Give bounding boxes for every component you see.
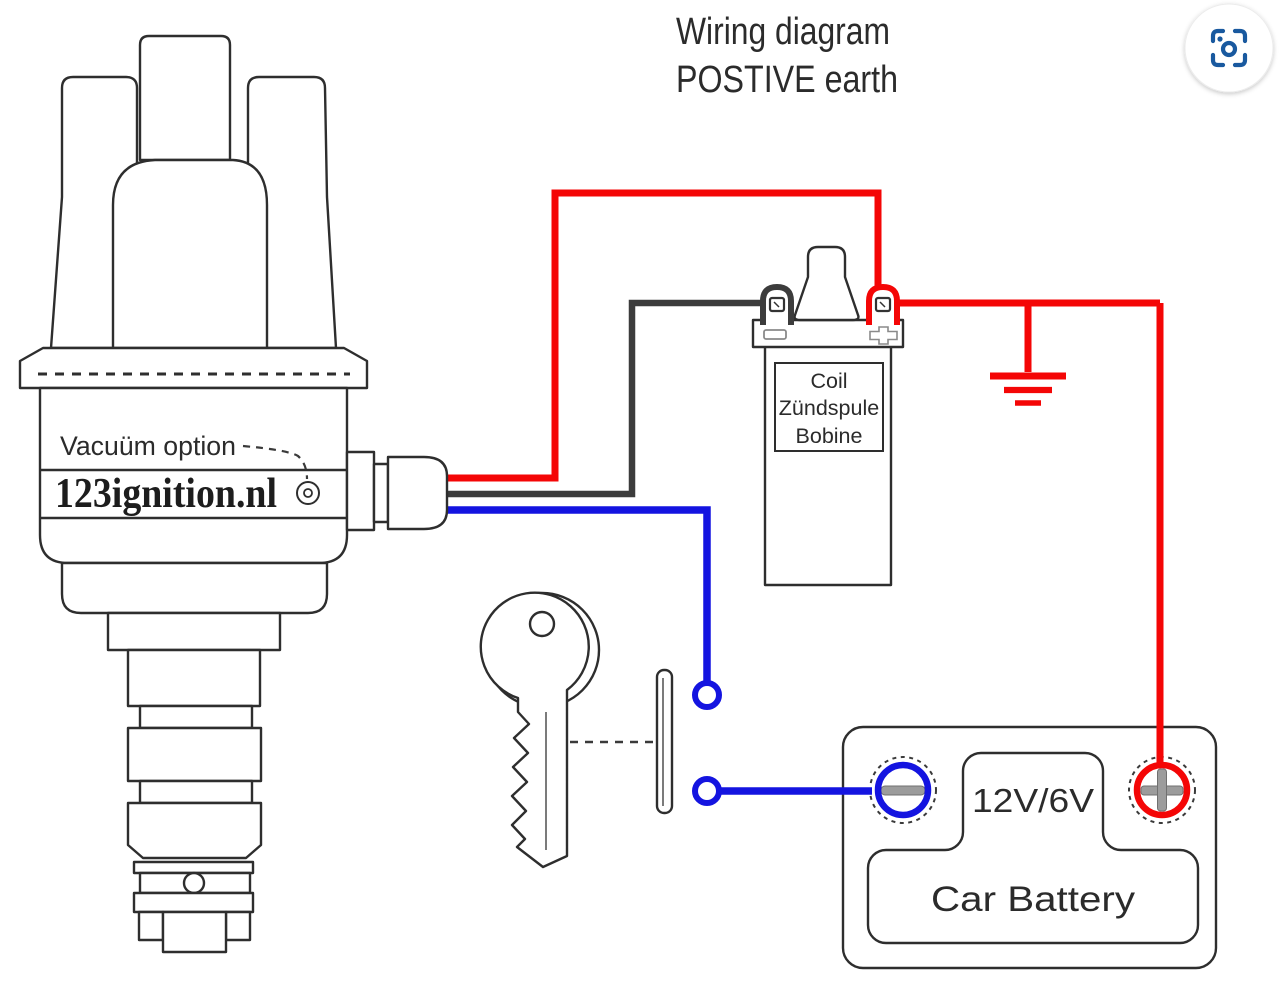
coil-label-box [774, 362, 884, 452]
black-wire [444, 299, 770, 498]
shaft-section-2 [126, 726, 263, 783]
battery-minus-symbol [880, 785, 926, 796]
lens-button[interactable] [1184, 3, 1274, 93]
brand-label: 123ignition.nl [55, 471, 277, 517]
key-blade [479, 591, 590, 869]
lens-dot [1217, 36, 1223, 42]
blue-wire-path [444, 506, 711, 683]
coil-ht-tower [793, 245, 860, 322]
vacuum-port-center [303, 488, 313, 498]
shaft-collar [132, 860, 255, 875]
coil-minus-screw-slot [773, 301, 780, 308]
ignition-switch [479, 591, 674, 869]
battery-minus-ring [874, 761, 932, 819]
lens-bracket-bottom-left [1210, 52, 1226, 68]
coil-label-en: Coil [810, 369, 847, 393]
coil-plus-symbol [869, 326, 898, 345]
connector-collar [372, 462, 390, 524]
title-line1: Wiring diagram [676, 11, 890, 53]
distributor: Vacuüm option 123ignition.nl [18, 34, 449, 954]
screenshot-search-icon [1210, 28, 1248, 68]
cap-dome [111, 158, 269, 350]
red-wire [444, 189, 1160, 482]
key-hole [528, 610, 556, 638]
ignition-coil: Coil Zündspule Bobine [751, 245, 905, 587]
lens-center-ring [1220, 40, 1238, 58]
black-wire-path [444, 299, 770, 498]
connector-gland [386, 455, 449, 531]
shaft-ring-2 [138, 779, 254, 805]
shaft-ring-1 [138, 704, 254, 730]
shaft-base [132, 891, 255, 914]
cap-tower-center [138, 34, 232, 162]
switch-lower-contact [692, 776, 722, 806]
drive-dog-center [161, 910, 228, 954]
battery-name-label: Car Battery [931, 880, 1136, 919]
cap-tower-right [246, 75, 338, 350]
ground-symbol [990, 303, 1066, 406]
coil-plus-screw-slot [879, 301, 886, 308]
lens-bracket-top-left [1210, 28, 1226, 44]
switch-upper-contact [692, 680, 722, 710]
drive-dog-left [137, 910, 165, 942]
battery-plus-ring [1133, 761, 1191, 819]
title: Wiring diagram POSTIVE earth [676, 11, 898, 101]
battery-inner-panel [866, 751, 1200, 945]
battery-terminal-rings [874, 761, 1191, 819]
battery-voltage-label: 12V/6V [972, 782, 1094, 819]
switch-actuator-bar [655, 668, 674, 815]
coil-label-de: Zündspule [779, 396, 879, 420]
coil-label-fr: Bobine [796, 424, 863, 448]
drive-dog-right [224, 910, 252, 942]
lens-bracket-top-right [1232, 28, 1248, 44]
shaft-pin-hole [182, 871, 206, 895]
coil-minus-symbol [763, 329, 787, 340]
coil-terminals [760, 283, 900, 325]
housing-lower [60, 561, 329, 615]
cap-flange [18, 346, 369, 390]
vacuum-option-label: Vacuüm option [60, 431, 236, 461]
vacuum-leader-dashed [242, 444, 309, 480]
shaft-section-1 [126, 648, 262, 708]
red-wire-to-coil [444, 189, 882, 482]
car-battery: 12V/6V Car Battery [841, 725, 1218, 970]
title-line2: POSTIVE earth [676, 59, 898, 101]
connector-stub [345, 450, 376, 532]
lens-bracket-bottom-right [1232, 52, 1248, 68]
shaft-section-3 [126, 801, 263, 860]
shaft-neck [106, 611, 282, 652]
lens-button-background[interactable] [1184, 3, 1274, 93]
battery-plus-symbol-vertical [1157, 768, 1167, 812]
